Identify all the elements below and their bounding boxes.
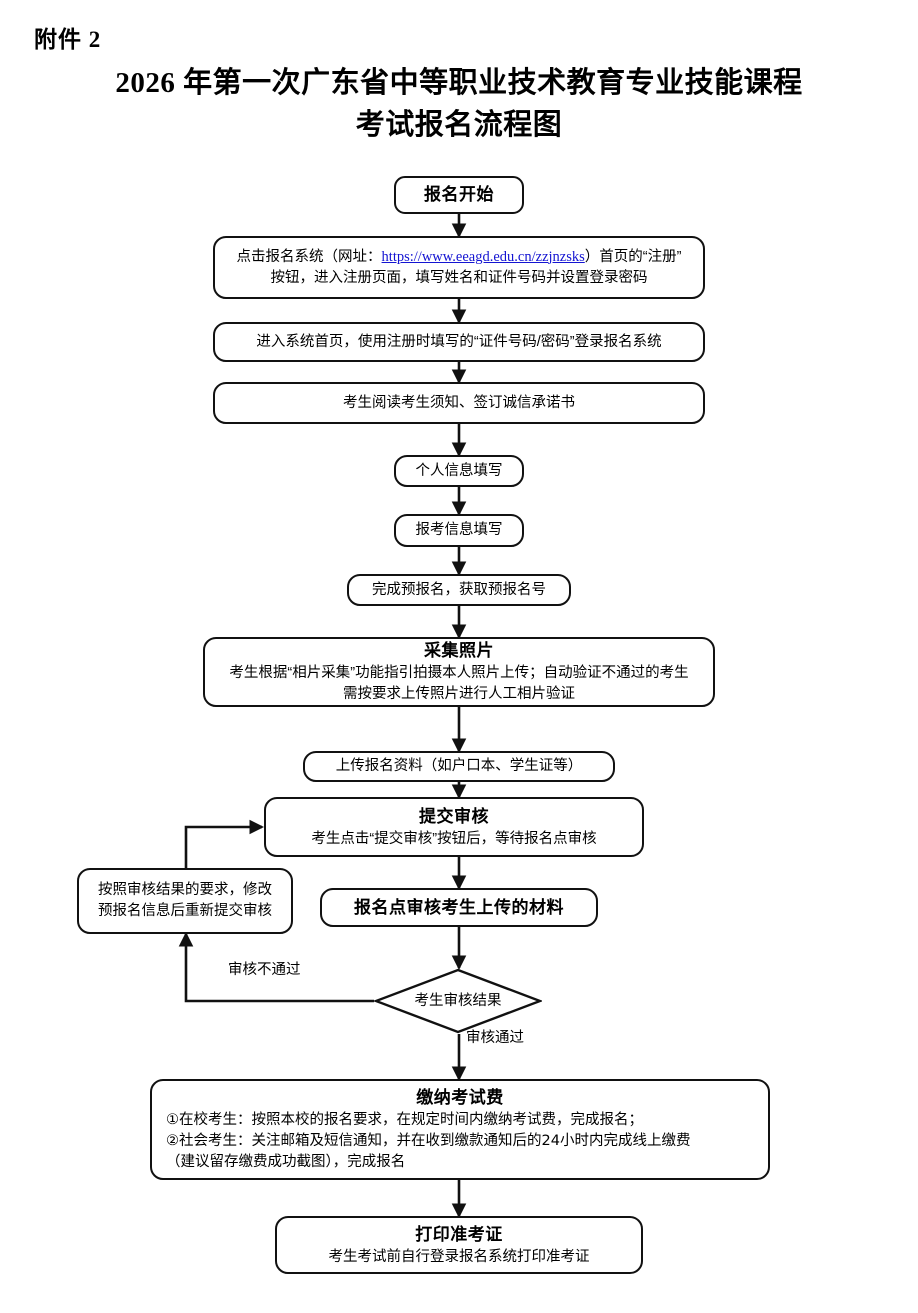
edge-label-review-passed: 审核通过 bbox=[466, 1030, 524, 1046]
node-start: 报名开始 bbox=[394, 176, 524, 214]
node-submit-review-line-1: 考生点击“提交审核”按钮后，等待报名点审核 bbox=[311, 830, 597, 847]
node-site-review: 报名点审核考生上传的材料 bbox=[320, 888, 598, 927]
node-collect-photo-line-2: 需按要求上传照片进行人工相片验证 bbox=[343, 686, 575, 702]
edge-label-review-failed: 审核不通过 bbox=[228, 962, 301, 978]
node-register-line-1: 点击报名系统（网址：https://www.eeagd.edu.cn/zzjnz… bbox=[237, 247, 682, 268]
node-pay-fee-line-3: （建议留存缴费成功截图），完成报名 bbox=[166, 1154, 406, 1170]
node-personal-info: 个人信息填写 bbox=[394, 455, 524, 487]
registration-system-link[interactable]: https://www.eeagd.edu.cn/zzjnzsks bbox=[381, 248, 585, 265]
node-read-notice-label: 考生阅读考生须知、签订诚信承诺书 bbox=[343, 394, 575, 411]
node-pay-fee-line-1: ①在校考生：按照本校的报名要求，在规定时间内缴纳考试费，完成报名； bbox=[166, 1112, 643, 1128]
node-pre-register-label: 完成预报名，获取预报名号 bbox=[372, 581, 546, 598]
node-exam-info: 报考信息填写 bbox=[394, 514, 524, 547]
node-submit-review: 提交审核 考生点击“提交审核”按钮后，等待报名点审核 bbox=[264, 797, 644, 857]
node-pay-fee: 缴纳考试费 ①在校考生：按照本校的报名要求，在规定时间内缴纳考试费，完成报名； … bbox=[150, 1079, 770, 1180]
node-print-admission-ticket: 打印准考证 考生考试前自行登录报名系统打印准考证 bbox=[275, 1216, 643, 1274]
node-upload-materials: 上传报名资料（如户口本、学生证等） bbox=[303, 751, 615, 782]
node-register-line-2: 按钮，进入注册页面，填写姓名和证件号码并设置登录密码 bbox=[270, 269, 648, 286]
attachment-label: 附件 2 bbox=[34, 27, 102, 52]
node-print-admission-title: 打印准考证 bbox=[415, 1224, 503, 1244]
diamond-shape bbox=[372, 968, 544, 1034]
title-line-1: 2026 年第一次广东省中等职业技术教育专业技能课程 bbox=[115, 67, 803, 99]
node-pay-fee-title: 缴纳考试费 bbox=[416, 1088, 504, 1107]
node-register: 点击报名系统（网址：https://www.eeagd.edu.cn/zzjnz… bbox=[213, 236, 705, 299]
node-modify-resubmit: 按照审核结果的要求，修改 预报名信息后重新提交审核 bbox=[77, 868, 293, 934]
node-modify-resubmit-line-1: 按照审核结果的要求，修改 bbox=[98, 882, 272, 898]
page-title: 2026 年第一次广东省中等职业技术教育专业技能课程 考试报名流程图 bbox=[0, 62, 918, 146]
node-print-admission-line-1: 考生考试前自行登录报名系统打印准考证 bbox=[328, 1248, 590, 1265]
node-start-label: 报名开始 bbox=[424, 185, 494, 204]
node-login: 进入系统首页，使用注册时填写的“证件号码/密码”登录报名系统 bbox=[213, 322, 705, 362]
node-pre-register: 完成预报名，获取预报名号 bbox=[347, 574, 571, 606]
node-site-review-label: 报名点审核考生上传的材料 bbox=[354, 897, 564, 917]
node-collect-photo: 采集照片 考生根据“相片采集”功能指引拍摄本人照片上传；自动验证不通过的考生 需… bbox=[203, 637, 715, 707]
node-personal-info-label: 个人信息填写 bbox=[415, 462, 503, 479]
node-pay-fee-line-2: ②社会考生：关注邮箱及短信通知，并在收到缴款通知后的24小时内完成线上缴费 bbox=[166, 1133, 691, 1149]
node-collect-photo-title: 采集照片 bbox=[424, 641, 494, 660]
node-decision-review-result: 考生审核结果 bbox=[372, 968, 544, 1034]
node-read-notice: 考生阅读考生须知、签订诚信承诺书 bbox=[213, 382, 705, 424]
node-decision-label: 考生审核结果 bbox=[414, 993, 502, 1009]
register-text-before-link: 点击报名系统（网址： bbox=[236, 248, 382, 265]
node-modify-resubmit-line-2: 预报名信息后重新提交审核 bbox=[98, 903, 272, 919]
title-line-2: 考试报名流程图 bbox=[355, 109, 563, 141]
node-login-label: 进入系统首页，使用注册时填写的“证件号码/密码”登录报名系统 bbox=[256, 333, 662, 350]
node-upload-materials-label: 上传报名资料（如户口本、学生证等） bbox=[335, 758, 583, 774]
register-text-after-link: ）首页的“注册” bbox=[584, 248, 682, 265]
node-submit-review-title: 提交审核 bbox=[419, 806, 489, 826]
node-collect-photo-line-1: 考生根据“相片采集”功能指引拍摄本人照片上传；自动验证不通过的考生 bbox=[229, 665, 689, 681]
node-exam-info-label: 报考信息填写 bbox=[415, 522, 503, 538]
